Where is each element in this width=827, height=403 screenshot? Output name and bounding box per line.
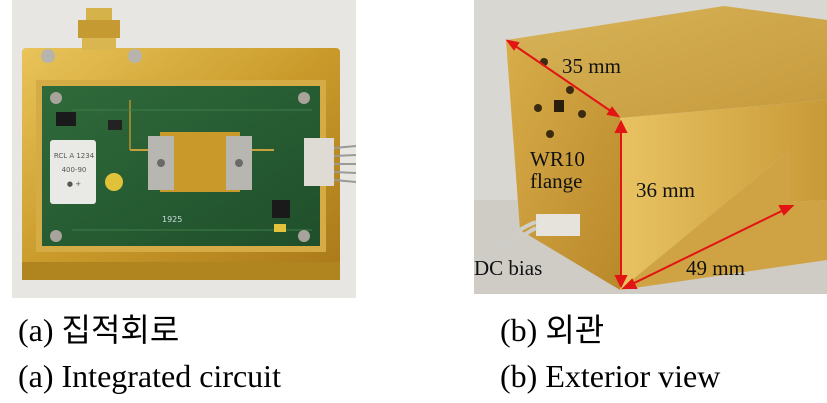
circuit-module-illustration: RCL A 1234 400-90 ● + 1925: [12, 0, 356, 298]
height-dimension-label: 36 mm: [636, 178, 695, 202]
caption-b-korean: (b) 외관: [500, 312, 605, 348]
caption-a-english: (a) Integrated circuit: [18, 358, 281, 394]
width-dimension-label: 35 mm: [562, 54, 621, 78]
port-label-line2: flange: [530, 169, 583, 193]
chip-label-2: 400-90: [62, 166, 87, 174]
dimension-arrows: [505, 39, 795, 289]
gold-block-illustration: [474, 0, 827, 294]
caption-b-english: (b) Exterior view: [500, 358, 721, 394]
port-label-line1: WR10: [530, 147, 585, 171]
chip-label-3: ● +: [67, 180, 81, 188]
dc-bias-label: DC bias: [474, 256, 543, 280]
chip-label-1: RCL A 1234: [54, 152, 95, 160]
caption-a-korean: (a) 집적회로: [18, 312, 180, 348]
depth-dimension-label: 49 mm: [686, 256, 745, 280]
integrated-circuit-photo: RCL A 1234 400-90 ● + 1925: [12, 0, 356, 298]
module-marking: 1925: [162, 215, 182, 224]
exterior-view-photo: 35 mm 36 mm 49 mm WR10 flange DC bias: [474, 0, 827, 294]
